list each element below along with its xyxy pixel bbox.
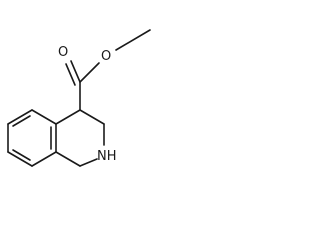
bond-c8-c8a [31, 151, 57, 167]
bond-c1-c8a [55, 151, 81, 167]
methyl-ester-group [65, 29, 151, 111]
bond-carbonyl-ester-o [79, 62, 100, 83]
benzene-ring [7, 109, 57, 167]
bond-n2-c1 [79, 158, 98, 167]
aromatic-inner-bond [12, 149, 31, 161]
bond-carbonyl-double-b [65, 63, 76, 86]
aromatic-inner-bond [12, 115, 31, 127]
bond-c4a-c5 [31, 109, 57, 125]
chemical-structure-diagram: O O NH [7, 29, 151, 167]
bond-c4a-c4 [55, 109, 81, 125]
ester-oxygen-label: O [101, 49, 111, 64]
bond-carbonyl-double-a [70, 60, 81, 83]
carbonyl-oxygen-label: O [58, 45, 68, 60]
bond-ester-o-methyl [115, 29, 151, 51]
tetrahydro-ring [55, 109, 105, 167]
bond-c5-c6 [7, 109, 33, 125]
bond-c4-c3 [79, 109, 105, 125]
bond-c7-c8 [7, 151, 33, 167]
ring-nitrogen-label: NH [97, 149, 117, 164]
